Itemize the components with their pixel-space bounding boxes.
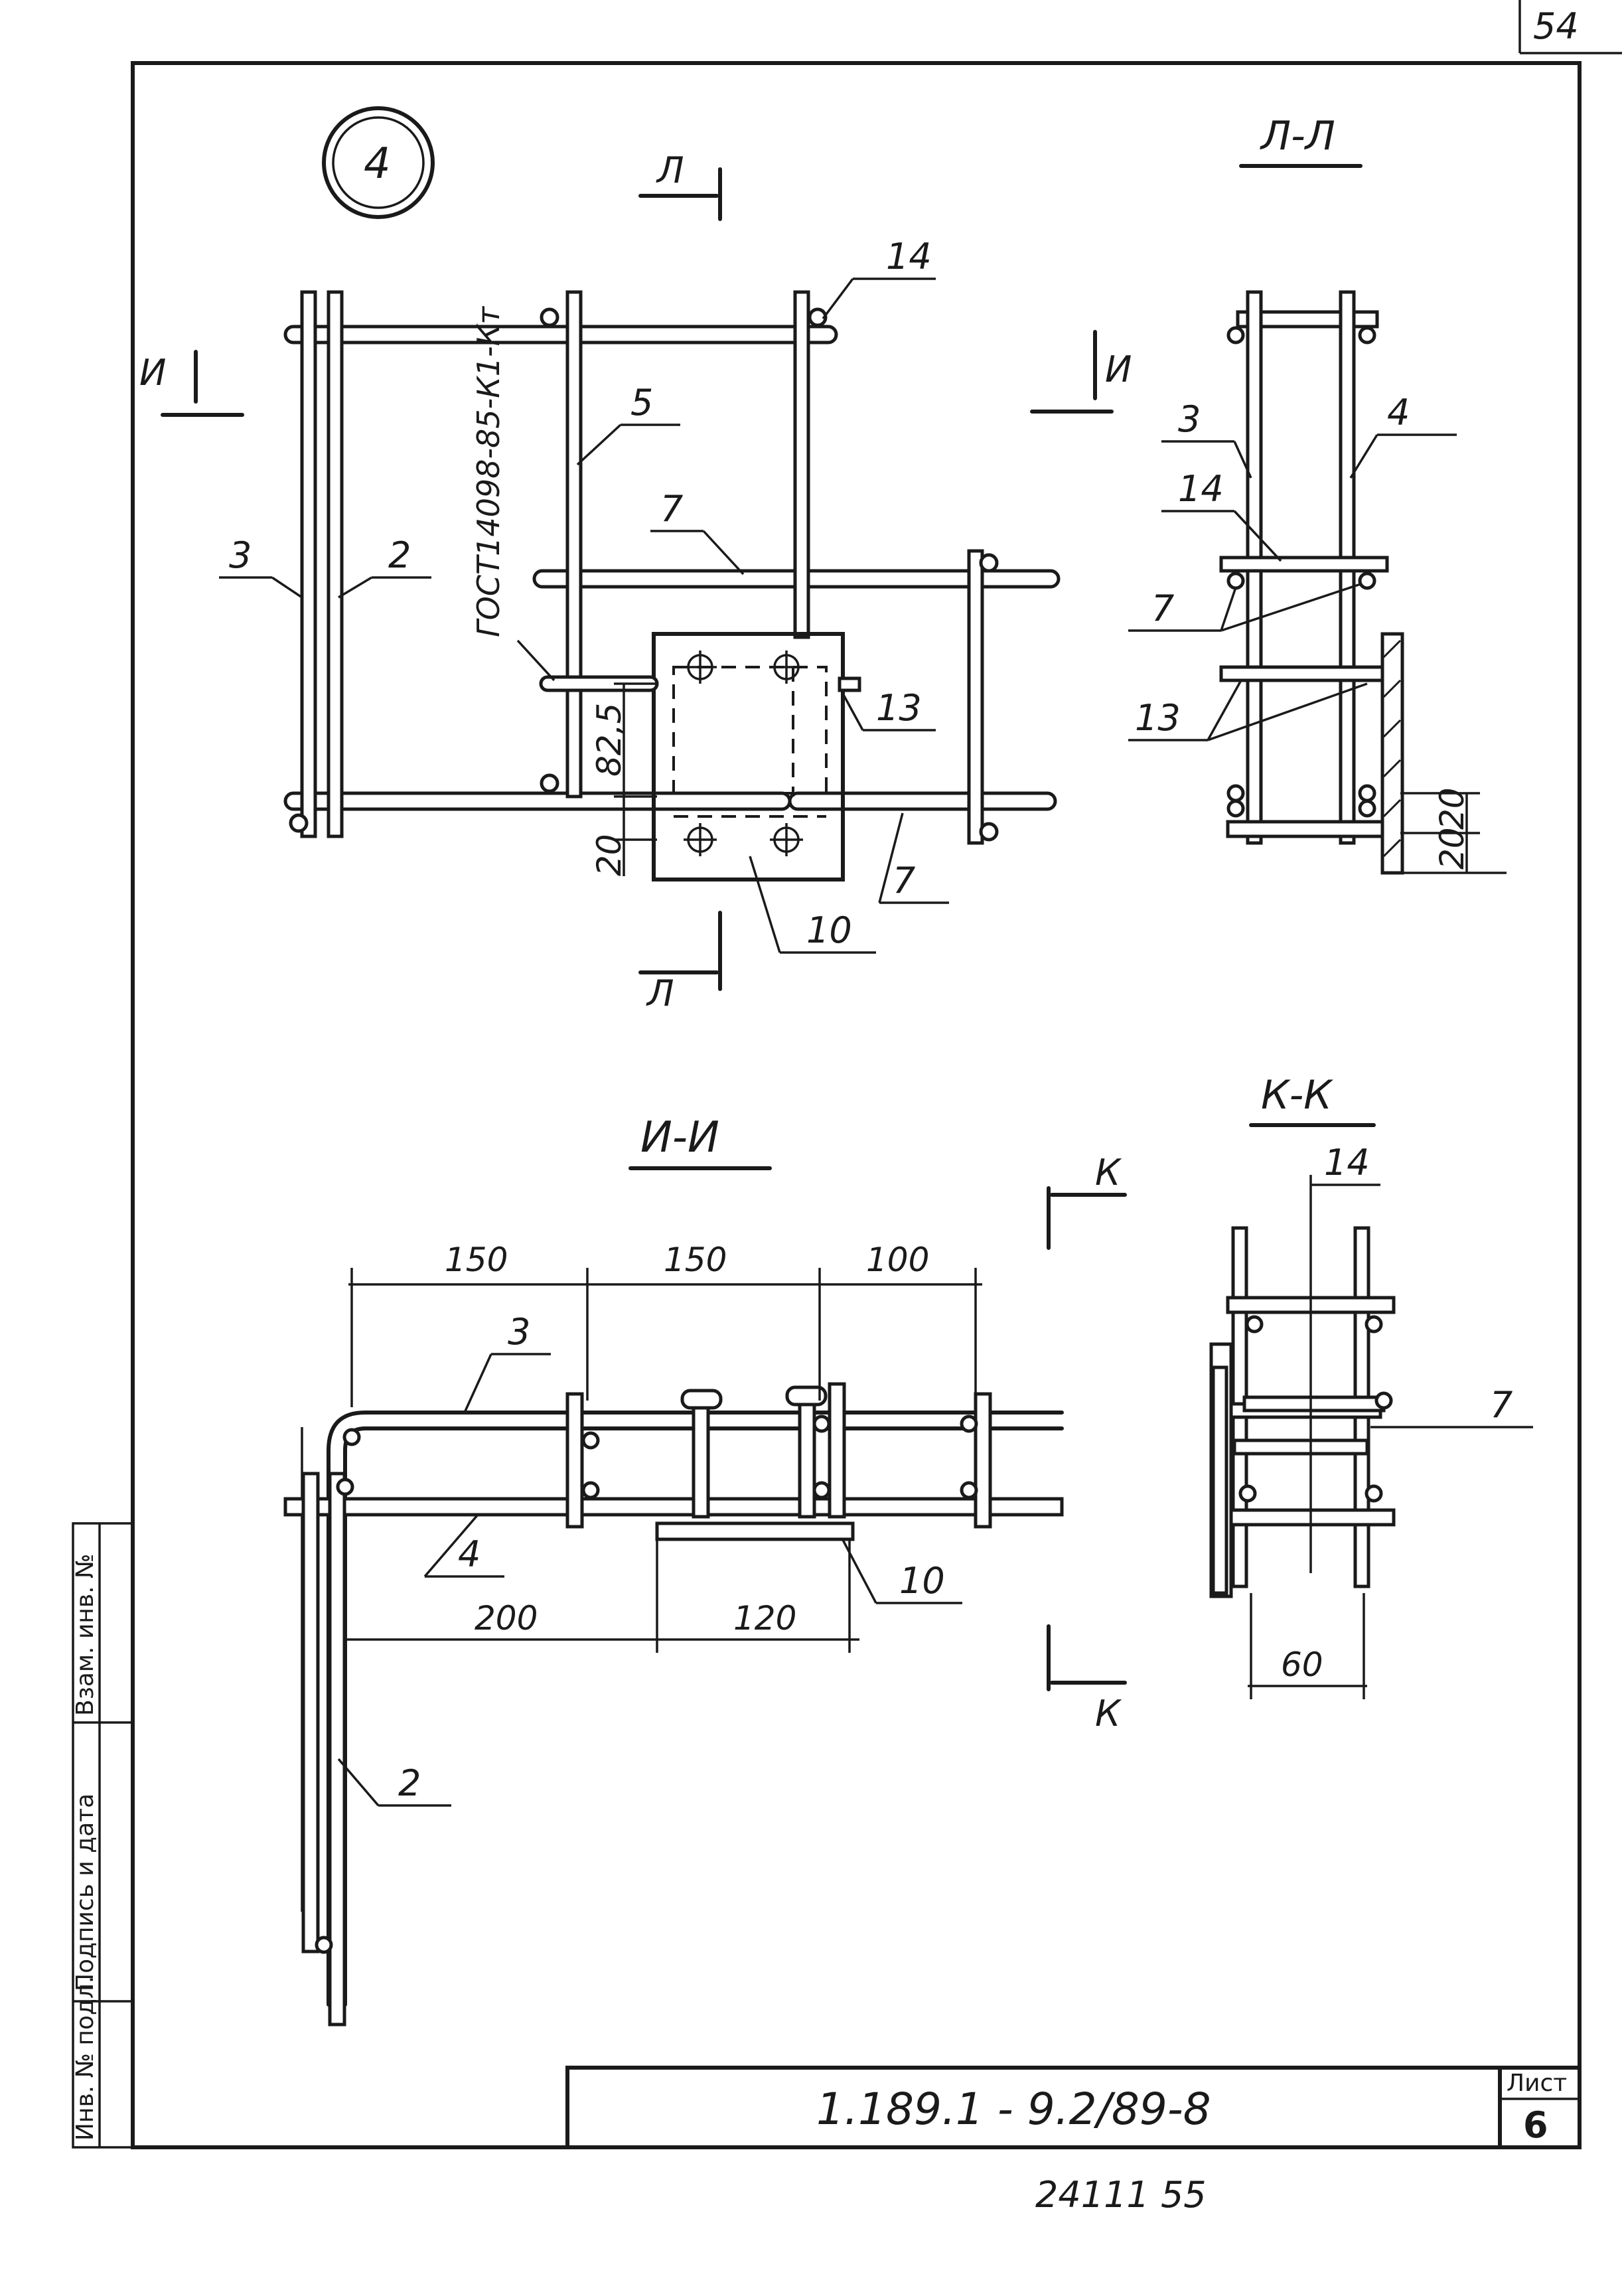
sheet-frame: [131, 61, 1582, 2149]
page-corner-number: 54: [1518, 0, 1622, 54]
sheet-number: 6: [1523, 2104, 1548, 2146]
kk-pos-14: 14: [1324, 1142, 1370, 1184]
podpis-data-label: Подпись и дата: [72, 1794, 99, 1991]
plan-pos-2: 2: [388, 534, 411, 576]
plan-pos-7-top: 7: [660, 488, 683, 530]
document-code: 1.189.1 - 9.2/89-8: [816, 2084, 1211, 2135]
section-i-i: И-И 150: [283, 1113, 1127, 2027]
plan-view: 82,5 20 ГОСТ14098-85-К1-Кт 14 5 7 3 2 13…: [139, 149, 1132, 1014]
detail-marker-number: 4: [364, 139, 391, 189]
section-l-l: Л-Л 20 20 3 4: [1128, 113, 1507, 875]
ll-pos-13: 13: [1135, 697, 1181, 739]
cut-marker-l-top: Л: [656, 149, 684, 191]
section-kk-title: К-К: [1261, 1072, 1333, 1118]
cut-marker-i-right: И: [1105, 348, 1132, 390]
side-stamp: Инв. № подл. Подпись и дата Взам. инв. №: [72, 1522, 134, 2149]
dim-150-a: 150: [445, 1241, 508, 1279]
section-ll-title: Л-Л: [1260, 113, 1335, 159]
ii-pos-3: 3: [508, 1311, 530, 1353]
cut-marker-k-bottom: К: [1095, 1693, 1122, 1734]
plan-pos-7-bottom: 7: [893, 860, 915, 901]
ii-pos-10: 10: [899, 1560, 945, 1602]
section-ii-title: И-И: [640, 1113, 719, 1162]
ll-dim-20b: 20: [1433, 827, 1471, 870]
section-k-k: К-К 14 7 60: [1209, 1072, 1533, 1699]
dim-120: 120: [733, 1599, 796, 1638]
sheet-label: Лист: [1507, 2070, 1567, 2097]
ii-pos-4: 4: [458, 1533, 480, 1575]
plan-pos-10: 10: [806, 909, 852, 951]
dim-100: 100: [866, 1241, 929, 1279]
cut-marker-i-left: И: [139, 352, 166, 394]
kk-pos-7: 7: [1490, 1384, 1512, 1426]
dim-200: 200: [475, 1599, 538, 1638]
dim-60: 60: [1281, 1645, 1323, 1684]
plan-pos-14: 14: [886, 236, 932, 277]
ll-pos-7: 7: [1151, 587, 1174, 629]
corner-number-text: 54: [1533, 5, 1579, 47]
cut-marker-l-bottom: Л: [646, 972, 674, 1014]
plan-pos-5: 5: [630, 382, 653, 423]
dim-20-plan: 20: [590, 834, 628, 876]
plan-pos-13: 13: [876, 687, 922, 729]
inv-podl-label: Инв. № подл.: [72, 1976, 99, 2141]
dim-82-5: 82,5: [590, 703, 628, 777]
ll-pos-3: 3: [1178, 398, 1201, 440]
gost-label: ГОСТ14098-85-К1-Кт: [471, 306, 506, 637]
ll-pos-14: 14: [1178, 468, 1224, 510]
cut-marker-k-top: К: [1095, 1152, 1122, 1193]
ll-pos-4: 4: [1387, 392, 1410, 433]
ll-dim-20a: 20: [1433, 787, 1471, 830]
title-block: Лист 6 1.189.1 - 9.2/89-8: [565, 2066, 1582, 2149]
footer-code: 24111 55: [1035, 2174, 1207, 2216]
detail-marker: 4: [322, 106, 435, 219]
ii-pos-2: 2: [398, 1762, 421, 1804]
plan-pos-3: 3: [229, 534, 252, 576]
dim-150-b: 150: [664, 1241, 727, 1279]
vzam-inv-label: Взам. инв. №: [72, 1554, 99, 1716]
